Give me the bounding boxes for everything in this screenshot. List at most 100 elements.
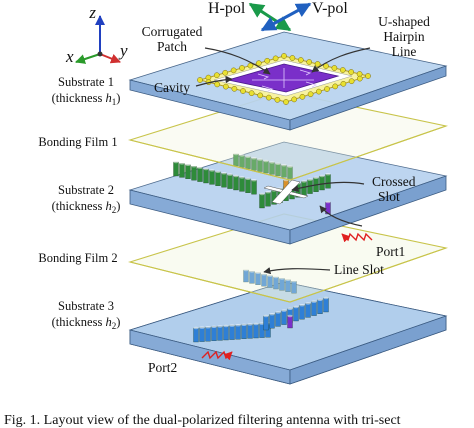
blue-via [255, 271, 261, 285]
substrate-2-label: Substrate 2 [58, 183, 114, 197]
purple-probe [287, 314, 293, 329]
callout-arrows [195, 47, 371, 275]
green-via [319, 174, 325, 191]
green-via [269, 161, 275, 175]
cavity-via [314, 61, 321, 67]
hairpin-lines [252, 68, 318, 92]
cavity-via [340, 80, 347, 87]
green-via [245, 155, 251, 169]
green-via [203, 167, 209, 184]
cavity-via [222, 83, 229, 90]
arrow-port1 [319, 205, 363, 227]
green-via [245, 177, 251, 193]
polarization-arrows [248, 2, 312, 32]
blue-via [293, 305, 299, 322]
cavity-via [213, 72, 220, 79]
green-via [227, 173, 233, 189]
green-via [233, 152, 239, 167]
blue-via [305, 302, 311, 318]
green-via [257, 158, 263, 172]
crossed-slot-label-1: Crossed [372, 174, 416, 189]
x-axis [75, 53, 101, 64]
cavity-via [315, 88, 322, 95]
green-via [251, 179, 257, 195]
green-via [173, 160, 179, 177]
cavity-via [240, 88, 246, 94]
x-axis-label: x [65, 47, 74, 66]
port2-label: Port2 [148, 360, 177, 375]
cavity-via [222, 69, 229, 76]
cavity-via [365, 73, 371, 79]
cavity-via [324, 86, 330, 92]
blue-via [249, 270, 255, 284]
line-slot-label: Line Slot [334, 262, 384, 277]
blue-via [299, 304, 305, 320]
port1-label: Port1 [376, 244, 405, 259]
cavity-via [230, 67, 237, 74]
arrow-line-slot [263, 267, 331, 275]
cavity-via [356, 75, 363, 82]
substrate-1-thickness: (thickness h1) [52, 91, 121, 107]
v-pol-label: V-pol [312, 0, 348, 17]
hairpin-label-3: Line [392, 44, 417, 59]
cavity-via [307, 91, 314, 98]
green-via [191, 165, 197, 181]
green-via [239, 154, 245, 168]
green-via [265, 191, 271, 207]
cavity-via [231, 85, 238, 92]
substrate-3-vias [193, 268, 329, 343]
green-via [259, 192, 265, 209]
cavity-via [272, 55, 279, 62]
y-axis-label: y [118, 41, 128, 60]
blue-via [269, 313, 275, 329]
crossed-slot-label-2: Slot [378, 189, 400, 204]
substrate-3-label: Substrate 3 [58, 299, 114, 313]
cavity-via [348, 78, 355, 85]
cavity-label: Cavity [154, 80, 190, 95]
hairpin-label-1: U-shaped [378, 14, 430, 29]
cavity-vias [197, 53, 371, 105]
layer-labels: Substrate 1 (thickness h1) Bonding Film … [38, 75, 120, 331]
green-via [221, 172, 227, 188]
blue-via [211, 325, 217, 341]
cavity-via [257, 92, 264, 99]
cavity-via [348, 69, 355, 75]
green-via [251, 157, 257, 171]
blue-via [259, 322, 265, 338]
blue-via [247, 323, 253, 339]
port2-feed [201, 350, 233, 361]
cavity-via [255, 60, 262, 67]
cavity-via [281, 53, 287, 59]
cavity-via [239, 65, 245, 71]
blue-via [193, 326, 199, 343]
substrate-1-label: Substrate 1 [58, 75, 114, 89]
blue-via [267, 274, 273, 288]
blue-via [285, 278, 291, 292]
cavity-via [289, 55, 296, 61]
cavity-via [214, 81, 221, 88]
green-via [233, 174, 239, 191]
blue-via [199, 326, 205, 342]
blue-via [235, 324, 241, 340]
blue-via [205, 326, 211, 342]
cavity-via [264, 57, 271, 64]
corrugated-label-1: Corrugated [142, 24, 203, 39]
bonding-film-2-label: Bonding Film 2 [38, 251, 117, 265]
blue-via [317, 298, 323, 314]
green-via [179, 162, 185, 178]
substrate-3-thickness: (thickness h2) [52, 315, 121, 331]
green-via [325, 173, 331, 189]
arrow-corrugated [204, 47, 271, 75]
arrow-cavity [195, 75, 233, 87]
port1-feed [341, 232, 373, 243]
green-via [185, 163, 191, 179]
green-via [263, 159, 269, 174]
blue-via [281, 309, 287, 325]
green-via [275, 162, 281, 176]
hairpin-label-2: Hairpin [383, 29, 424, 44]
cavity-via [283, 99, 289, 105]
blue-via [243, 268, 249, 283]
coordinate-axes: z x y [65, 3, 128, 66]
